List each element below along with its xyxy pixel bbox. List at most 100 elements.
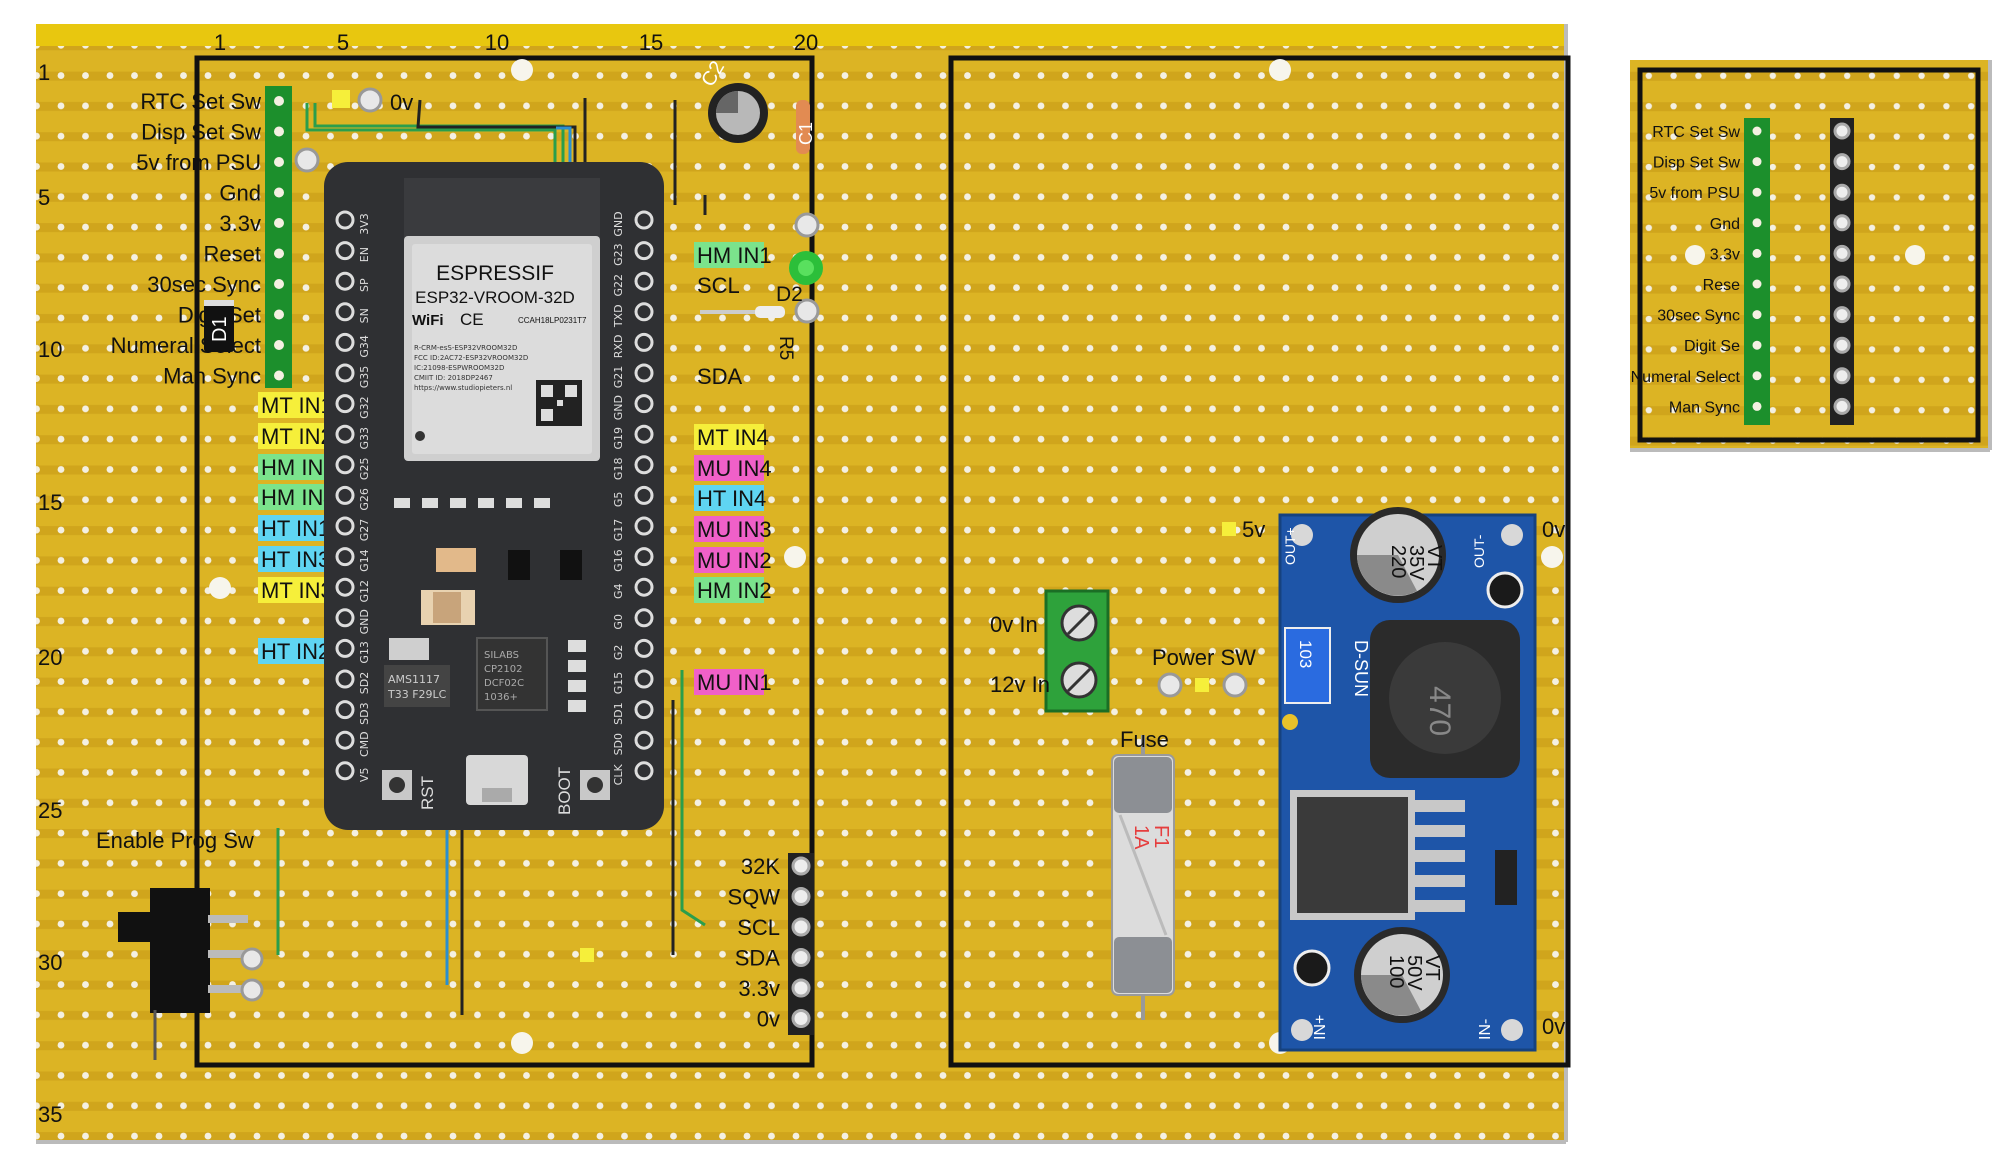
esp32-right-pin-label: G18 — [612, 458, 625, 481]
esp32-left-pin-label: G25 — [358, 458, 371, 481]
buck-out-plus: OUT+ — [1282, 527, 1298, 565]
d1-label: D1 — [209, 316, 231, 342]
header-label: Man Sync — [163, 364, 261, 389]
rtc-pin-label: SCL — [737, 915, 780, 940]
rtc-pin — [791, 917, 811, 937]
cap-bottom-2: 50V — [1403, 955, 1425, 991]
header-label: Disp Set Sw — [141, 120, 261, 145]
esp32-left-pin-label: G33 — [358, 427, 371, 450]
fcc-line: IC:21098-ESPWROOM32D — [414, 364, 504, 372]
header-pin — [274, 279, 284, 289]
left-signal-highlight — [258, 454, 326, 480]
esp32-right-pin — [634, 332, 654, 352]
header-pin — [274, 248, 284, 259]
esp32-left-pin — [335, 332, 355, 352]
esp32-right-pin — [634, 547, 654, 567]
column-number: 20 — [794, 30, 818, 55]
esp32-left-pin — [335, 241, 355, 261]
esp32-right-pin — [634, 761, 654, 781]
right-section-outline — [948, 55, 1571, 1068]
cert-id: CCAH18LP0231T7 — [518, 316, 587, 325]
left-signal-highlight — [258, 577, 326, 603]
rtc-pin-label: 0v — [757, 1007, 780, 1032]
esp32-right-pin — [634, 424, 654, 444]
esp32-brand: ESPRESSIF — [436, 262, 554, 285]
inset-label: Numeral Select — [1631, 369, 1741, 386]
usb-chip-text-3: DCF02C — [484, 678, 524, 689]
left-signal-label: HT IN3 — [261, 547, 330, 572]
capacitor-c1: C1 — [796, 100, 816, 154]
esp32-left-pin — [335, 424, 355, 444]
esp32-right-pin-label: G0 — [612, 614, 625, 630]
right-signal-label: SDA — [697, 364, 743, 389]
rst-label: RST — [418, 776, 437, 810]
header-pin-strip — [265, 86, 292, 388]
header-pin — [274, 218, 284, 228]
esp32-right-pin-label: G16 — [612, 549, 625, 572]
column-number: 5 — [337, 30, 349, 55]
esp32-left-pin-label: G35 — [358, 366, 371, 389]
out-0v-label: 0v — [1542, 517, 1565, 542]
inset-header-pin — [1752, 187, 1762, 197]
esp32-right-pin — [634, 516, 654, 536]
right-signal-label: MU IN2 — [697, 548, 772, 573]
fcc-line: CMIIT ID: 2018DP2467 — [414, 374, 493, 382]
regulator-text-2: T33 F29LC — [387, 688, 447, 701]
esp32-left-pin — [335, 516, 355, 536]
right-signal-label: HM IN2 — [697, 578, 772, 603]
inset-label: Disp Set Sw — [1653, 155, 1741, 172]
regulator-text-1: AMS1117 — [388, 673, 440, 686]
inset-label: 3.3v — [1710, 246, 1740, 263]
row-number: 10 — [38, 337, 62, 362]
esp32-right-pin — [634, 455, 654, 475]
esp32-right-pin-label: G5 — [612, 492, 625, 508]
usb-uart-chip — [476, 637, 548, 711]
fcc-line: R-CRM-esS-ESP32VROOM32D — [414, 344, 517, 352]
buck-brand: D-SUN — [1351, 640, 1371, 697]
column-number: 10 — [485, 30, 509, 55]
row-number: 5 — [38, 185, 50, 210]
inset-header-pin — [1752, 371, 1762, 381]
esp32-left-pin — [335, 455, 355, 475]
esp32-right-pin-label: G19 — [612, 427, 625, 450]
esp32-left-pin-label: EN — [358, 247, 371, 262]
led-d2: D2 R5 — [755, 212, 823, 360]
rtc-pin — [791, 978, 811, 998]
psu-5v-pad — [294, 147, 320, 173]
inset-label: Gnd — [1710, 216, 1740, 233]
diode-d1: D1 — [204, 300, 234, 352]
esp32-right-pin — [634, 394, 654, 414]
row-number: 1 — [38, 60, 50, 85]
esp32-left-pin-label: SN — [358, 308, 371, 323]
left-signal-label: HM IN4 — [261, 485, 336, 510]
row-number: 20 — [38, 645, 62, 670]
inset-socket-pin — [1833, 122, 1851, 140]
esp32-right-pin-label: G15 — [612, 672, 625, 695]
inset-label: Digit Se — [1684, 338, 1740, 355]
esp32-right-pin — [634, 700, 654, 720]
esp32-left-pin — [335, 577, 355, 597]
header-label: 3.3v — [219, 211, 261, 236]
d2-label: D2 — [776, 283, 803, 306]
fcc-line: https://www.studiopieters.nl — [414, 384, 512, 392]
left-signal-highlight — [258, 484, 326, 510]
rtc-pin — [791, 948, 811, 967]
esp32-right-pin-label: TXD — [612, 304, 625, 328]
inset-label: Rese — [1703, 277, 1740, 294]
fuse-marking-1: F1 — [1150, 825, 1172, 848]
esp32-right-pin — [634, 608, 654, 628]
esp32-right-pin-label: SD0 — [612, 733, 625, 755]
usb-port — [466, 755, 528, 805]
zero-volt-pad: 0v — [332, 87, 413, 115]
esp32-right-pin — [634, 730, 654, 750]
esp32-right-pin-label: G21 — [612, 366, 625, 389]
pot-marking: 103 — [1296, 640, 1315, 668]
header-pin — [274, 157, 284, 167]
cap-top-1: 220 — [1387, 545, 1409, 578]
capacitor-c2: C2 — [697, 57, 768, 143]
